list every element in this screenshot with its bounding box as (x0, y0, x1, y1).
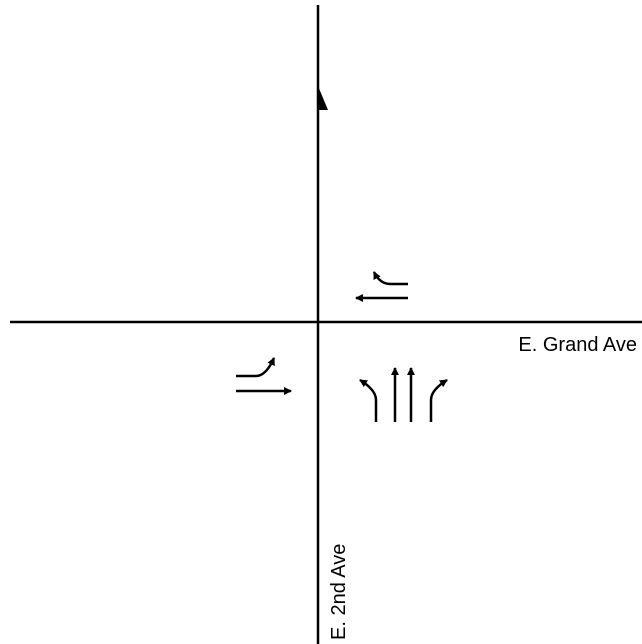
grand-ave-label: E. Grand Ave (518, 334, 637, 356)
eastbound-left-turn-arrow-icon (236, 357, 276, 378)
westbound-lane-arrows (355, 271, 408, 302)
one-way-indicator-icon (318, 86, 328, 110)
eastbound-lane-arrows (236, 357, 292, 395)
second-ave-label: E. 2nd Ave (328, 544, 350, 640)
northbound-left-turn-arrow-icon (359, 378, 378, 422)
westbound-left-turn-arrow-icon (372, 271, 408, 286)
northbound-lane-arrows (359, 367, 448, 422)
northbound-right-turn-arrow-icon (429, 378, 448, 422)
